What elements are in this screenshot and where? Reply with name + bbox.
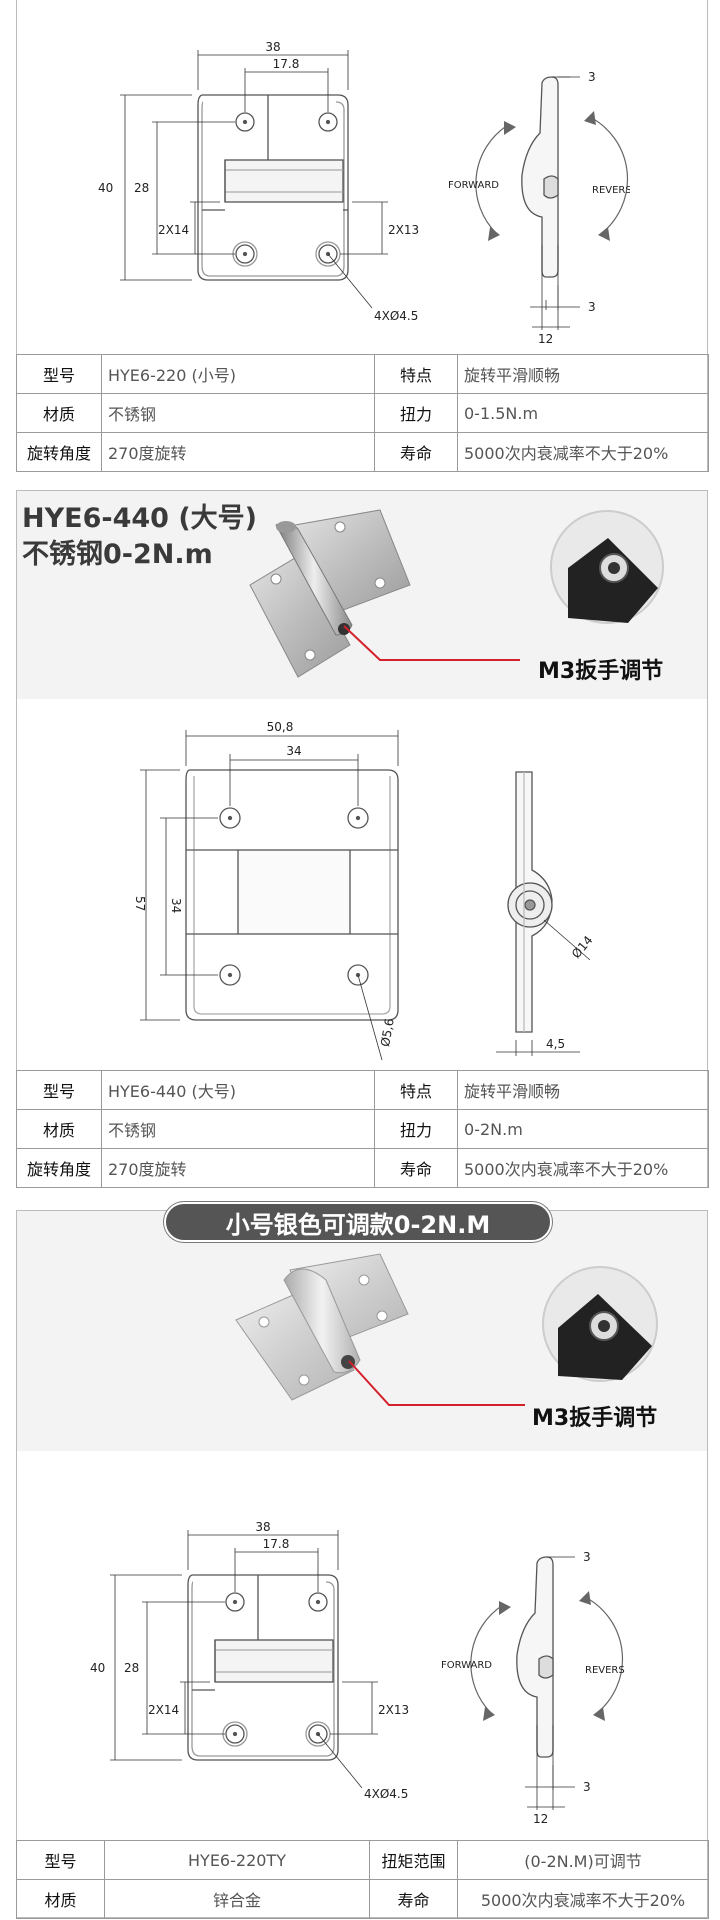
spec-label: 材质 xyxy=(16,1879,105,1919)
spec-label: 材质 xyxy=(16,1109,102,1149)
section2-spec-body: 型号 HYE6-440 (大号) 特点 旋转平滑顺畅 材质 不锈钢 扭力 0-2… xyxy=(16,1070,709,1188)
section2-title-line1: HYE6-440 (大号) xyxy=(22,503,258,534)
dim-17-8: 17.8 xyxy=(263,1537,290,1551)
spec-value: 5000次内衰减率不大于20% xyxy=(457,1148,709,1188)
label-forward: FORWARD xyxy=(448,180,499,191)
spec-label: 寿命 xyxy=(374,1148,458,1188)
dim-side-3-top: 3 xyxy=(588,70,596,84)
table-row: 材质 锌合金 寿命 5000次内衰减率不大于20% xyxy=(16,1879,709,1919)
spec-label: 寿命 xyxy=(369,1879,458,1919)
spec-value: 270度旋转 xyxy=(101,432,375,472)
spec-label: 型号 xyxy=(16,1070,102,1110)
spec-value: 旋转平滑顺畅 xyxy=(457,354,709,394)
section2-callout-text: M3扳手调节 xyxy=(538,659,664,684)
spec-label: 型号 xyxy=(16,354,102,394)
dim-side-3-bot: 3 xyxy=(588,300,596,314)
label-forward: FORWARD xyxy=(441,1660,492,1671)
dim-50-8: 50,8 xyxy=(267,720,294,734)
dim-40: 40 xyxy=(90,1661,105,1675)
dim-2x13: 2X13 xyxy=(388,223,419,237)
spec-value: HYE6-220TY xyxy=(104,1840,370,1880)
spec-value: 锌合金 xyxy=(104,1879,370,1919)
spec-label: 特点 xyxy=(374,1070,458,1110)
section1-spec-table: 型号 HYE6-220 (小号) 特点 旋转平滑顺畅 材质 不锈钢 扭力 0-1… xyxy=(16,354,709,472)
table-row: 材质 不锈钢 扭力 0-1.5N.m xyxy=(16,393,709,433)
label-reverse: REVERSE xyxy=(592,185,630,196)
dim-17-8: 17.8 xyxy=(273,57,300,71)
dim-57: 57 xyxy=(133,896,147,911)
table-row: 型号 HYE6-440 (大号) 特点 旋转平滑顺畅 xyxy=(16,1070,709,1110)
section3-spec-table: 型号 HYE6-220TY 扭矩范围 (0-2N.M)可调节 材质 锌合金 寿命… xyxy=(16,1840,709,1919)
section3-callout-line xyxy=(348,1360,525,1406)
spec-value: HYE6-440 (大号) xyxy=(101,1070,375,1110)
dim-side-3-top: 3 xyxy=(583,1550,591,1564)
section2-hinge-photo xyxy=(249,509,411,678)
dim-side-12: 12 xyxy=(533,1812,548,1825)
table-row: 旋转角度 270度旋转 寿命 5000次内衰减率不大于20% xyxy=(16,432,709,472)
section1-front-drawing: 38 17.8 40 28 2X14 2X13 4XØ4.5 xyxy=(98,40,419,320)
spec-label: 特点 xyxy=(374,354,458,394)
section2-detail-circle xyxy=(550,510,664,624)
dim-34-h: 34 xyxy=(169,898,183,913)
dim-d5-6: Ø5,6 xyxy=(378,1017,397,1048)
dim-holes: 4XØ4.5 xyxy=(374,309,418,320)
spec-value: 不锈钢 xyxy=(101,1109,375,1149)
section3-side-drawing: 3 3 12 FORWARD REVERSE xyxy=(441,1550,625,1825)
dim-38: 38 xyxy=(255,1520,270,1534)
spec-label: 扭矩范围 xyxy=(369,1840,458,1880)
spec-value: 270度旋转 xyxy=(101,1148,375,1188)
spec-label: 扭力 xyxy=(374,393,458,433)
section2-spec-table: 型号 HYE6-440 (大号) 特点 旋转平滑顺畅 材质 不锈钢 扭力 0-2… xyxy=(16,1070,709,1188)
spec-label: 旋转角度 xyxy=(16,1148,102,1188)
label-reverse: REVERSE xyxy=(585,1665,625,1676)
spec-label: 型号 xyxy=(16,1840,105,1880)
section3-front-drawing: 38 17.8 40 28 2X14 2X13 4XØ4.5 xyxy=(90,1520,409,1800)
dim-28: 28 xyxy=(134,181,149,195)
spec-value: 旋转平滑顺畅 xyxy=(457,1070,709,1110)
dim-d14: Ø14 xyxy=(569,933,596,961)
section3-detail-circle xyxy=(542,1266,658,1382)
dim-side-12: 12 xyxy=(538,332,553,345)
spec-label: 旋转角度 xyxy=(16,432,102,472)
section3-banner: 小号银色可调款0-2N.M xyxy=(164,1202,552,1242)
spec-value: HYE6-220 (小号) xyxy=(101,354,375,394)
dim-holes: 4XØ4.5 xyxy=(364,1787,408,1800)
table-row: 型号 HYE6-220TY 扭矩范围 (0-2N.M)可调节 xyxy=(16,1840,709,1880)
section3-spec-body: 型号 HYE6-220TY 扭矩范围 (0-2N.M)可调节 材质 锌合金 寿命… xyxy=(16,1840,709,1919)
spec-value: 不锈钢 xyxy=(101,393,375,433)
table-row: 型号 HYE6-220 (小号) 特点 旋转平滑顺畅 xyxy=(16,354,709,394)
section2-front-drawing: 50,8 34 57 34 Ø5,6 xyxy=(133,720,399,1061)
table-row: 旋转角度 270度旋转 寿命 5000次内衰减率不大于20% xyxy=(16,1148,709,1188)
dim-40: 40 xyxy=(98,181,113,195)
dim-2x14: 2X14 xyxy=(148,1703,179,1717)
section2-title-line2: 不锈钢0-2N.m xyxy=(22,539,213,570)
section2-side-drawing: Ø14 4,5 xyxy=(496,771,596,1056)
spec-value: (0-2N.M)可调节 xyxy=(457,1840,709,1880)
spec-label: 扭力 xyxy=(374,1109,458,1149)
dim-2x14: 2X14 xyxy=(158,223,189,237)
spec-label: 材质 xyxy=(16,393,102,433)
dim-28: 28 xyxy=(124,1661,139,1675)
dim-side-3-bot: 3 xyxy=(583,1780,591,1794)
section1-side-drawing: 3 3 12 FORWARD REVERSE xyxy=(448,70,630,345)
spec-value: 0-1.5N.m xyxy=(457,393,709,433)
section3-callout-text: M3扳手调节 xyxy=(532,1406,658,1431)
dim-38: 38 xyxy=(265,40,280,54)
section1-spec-body: 型号 HYE6-220 (小号) 特点 旋转平滑顺畅 材质 不锈钢 扭力 0-1… xyxy=(16,354,709,472)
spec-label: 寿命 xyxy=(374,432,458,472)
section2-callout-line xyxy=(343,625,520,661)
spec-value: 5000次内衰减率不大于20% xyxy=(457,1879,709,1919)
dim-2x13: 2X13 xyxy=(378,1703,409,1717)
table-row: 材质 不锈钢 扭力 0-2N.m xyxy=(16,1109,709,1149)
spec-value: 5000次内衰减率不大于20% xyxy=(457,432,709,472)
dim-34-w: 34 xyxy=(286,744,301,758)
section3-hinge-photo xyxy=(235,1253,409,1401)
spec-value: 0-2N.m xyxy=(457,1109,709,1149)
dim-4-5: 4,5 xyxy=(546,1037,565,1051)
